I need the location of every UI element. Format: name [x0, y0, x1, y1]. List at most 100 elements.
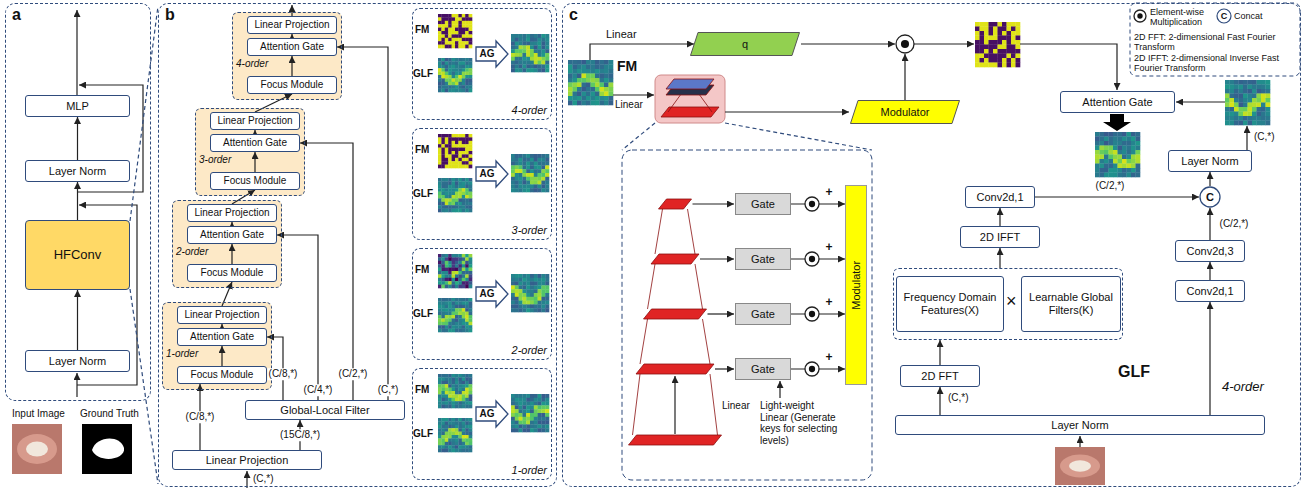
pixel	[530, 293, 534, 297]
pixel	[455, 17, 459, 21]
pixel	[534, 421, 538, 425]
pixel	[541, 181, 545, 185]
pixel	[1257, 107, 1262, 112]
pixel	[445, 21, 449, 25]
pixel	[458, 195, 462, 199]
pixel	[469, 405, 473, 409]
wire	[708, 313, 735, 314]
pixel	[511, 154, 515, 158]
pixel	[1016, 54, 1021, 59]
pixel	[522, 398, 526, 402]
pixel	[455, 181, 459, 185]
pixel	[534, 177, 538, 181]
pixel	[448, 14, 452, 18]
pixel	[469, 165, 473, 169]
pixel	[462, 442, 466, 446]
pixel	[534, 49, 538, 53]
pixel	[530, 68, 534, 72]
pixel	[1113, 159, 1118, 164]
pixel	[469, 195, 473, 199]
pixel	[452, 28, 456, 32]
pixel	[1230, 121, 1235, 126]
pixel	[515, 169, 519, 173]
pixel	[1002, 45, 1007, 50]
pixel	[568, 60, 573, 65]
pixel	[448, 325, 452, 329]
pixel	[445, 209, 449, 213]
lesion	[26, 442, 48, 457]
pixel	[993, 45, 998, 50]
process-box: Layer Norm	[25, 350, 130, 372]
pixel	[538, 68, 542, 72]
pixel	[469, 254, 473, 258]
pixel	[448, 421, 452, 425]
pixel	[522, 428, 526, 432]
pixel	[445, 438, 449, 442]
hfconv-block: HFConv	[25, 220, 130, 290]
pixel	[445, 17, 449, 21]
pixel	[469, 274, 473, 278]
pixel	[462, 209, 466, 213]
pixel	[1007, 45, 1012, 50]
pixel	[1016, 58, 1021, 63]
pixel	[462, 68, 466, 72]
pixel	[469, 202, 473, 206]
pixel	[448, 41, 452, 45]
pixel	[438, 305, 442, 309]
pixel	[469, 388, 473, 392]
pixel	[465, 425, 469, 429]
pixel	[1131, 141, 1136, 146]
pixel	[1239, 94, 1244, 99]
pixel	[1234, 80, 1239, 85]
pixel	[438, 41, 442, 45]
pixel	[458, 34, 462, 38]
pixel	[462, 325, 466, 329]
pixel	[445, 68, 449, 72]
pixel	[441, 428, 445, 432]
pixel	[522, 68, 526, 72]
pixel	[586, 74, 591, 79]
pixel	[448, 58, 452, 62]
pixel	[458, 137, 462, 141]
pixel	[455, 268, 459, 272]
node-text: Gate	[751, 253, 775, 266]
photo-ground	[1055, 447, 1105, 485]
pixel	[522, 297, 526, 301]
pixel	[1266, 121, 1271, 126]
annotation-label: Linear	[722, 400, 750, 412]
pixel	[526, 68, 530, 72]
pixel	[462, 318, 466, 322]
pixel	[1261, 94, 1266, 99]
pixel	[445, 137, 449, 141]
pixel	[526, 173, 530, 177]
pixel	[519, 293, 523, 297]
annotation-label: +	[825, 186, 832, 200]
pixel	[469, 178, 473, 182]
node-text: Modulator	[881, 106, 930, 119]
pixel	[515, 297, 519, 301]
pixel	[469, 188, 473, 192]
pixel	[1011, 63, 1016, 68]
pixel	[469, 38, 473, 42]
pixel	[465, 17, 469, 21]
pixel	[455, 257, 459, 261]
pixel	[515, 34, 519, 38]
pixel	[519, 417, 523, 421]
pixel	[441, 61, 445, 65]
process-box: Layer Norm	[1168, 150, 1252, 172]
pixel	[1122, 168, 1127, 173]
pixel	[452, 82, 456, 86]
pixel	[989, 63, 994, 68]
pixel	[522, 308, 526, 312]
pixel	[462, 65, 466, 69]
pixel	[530, 274, 534, 278]
process-box: Layer Norm	[895, 415, 1265, 435]
pixel	[465, 445, 469, 449]
pixel	[1104, 173, 1109, 178]
pixel	[469, 315, 473, 319]
pixel	[438, 274, 442, 278]
pixel	[534, 64, 538, 68]
pixel	[465, 158, 469, 162]
pixel	[984, 36, 989, 41]
pixel	[1002, 58, 1007, 63]
